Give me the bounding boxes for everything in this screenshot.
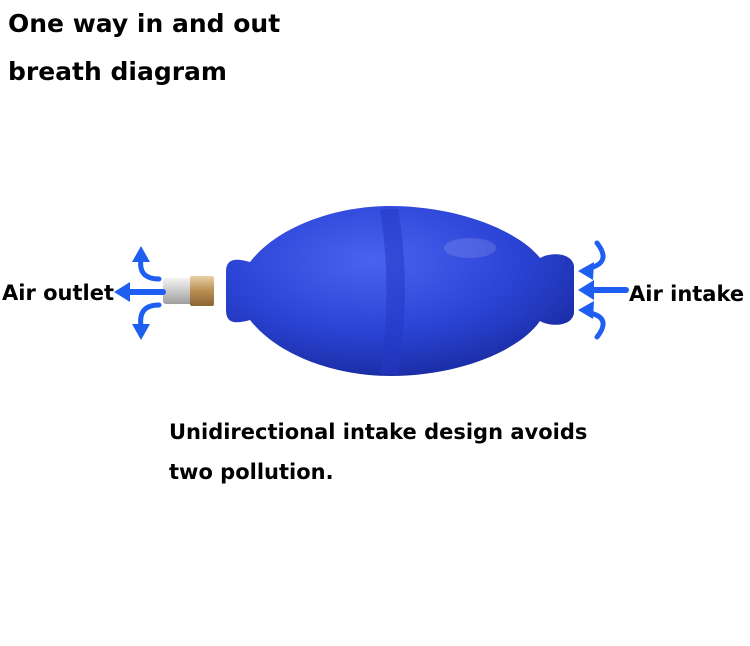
caption-line-2: two pollution. (169, 460, 334, 484)
air-outlet-arrows-icon (114, 246, 166, 340)
outlet-arrow-up (138, 256, 162, 282)
intake-arrowhead-straight (578, 280, 594, 300)
title-line-1: One way in and out (8, 9, 281, 38)
outlet-arrowhead-up (132, 246, 150, 262)
caption-line-1: Unidirectional intake design avoids (169, 420, 588, 444)
bulb-seam (380, 209, 405, 374)
blower-bulb-icon (163, 206, 574, 376)
air-intake-arrows-icon (578, 240, 629, 340)
title-line-2: breath diagram (8, 57, 227, 86)
air-intake-label: Air intake (629, 282, 745, 306)
diagram-title: One way in and out breath diagram (8, 0, 368, 96)
nozzle-tip (163, 278, 193, 304)
intake-arrowhead-lower (578, 301, 594, 319)
outlet-arrow-down (138, 302, 162, 329)
air-outlet-label: Air outlet (2, 281, 115, 305)
outlet-arrowhead-down (132, 324, 150, 340)
intake-arrow-lower (587, 310, 606, 340)
intake-arrowhead-upper (578, 262, 594, 280)
nozzle-brass (190, 276, 214, 306)
diagram-caption: Unidirectional intake design avoids two … (169, 412, 629, 492)
outlet-arrowhead-straight (114, 282, 130, 302)
bulb-highlight (444, 238, 496, 258)
